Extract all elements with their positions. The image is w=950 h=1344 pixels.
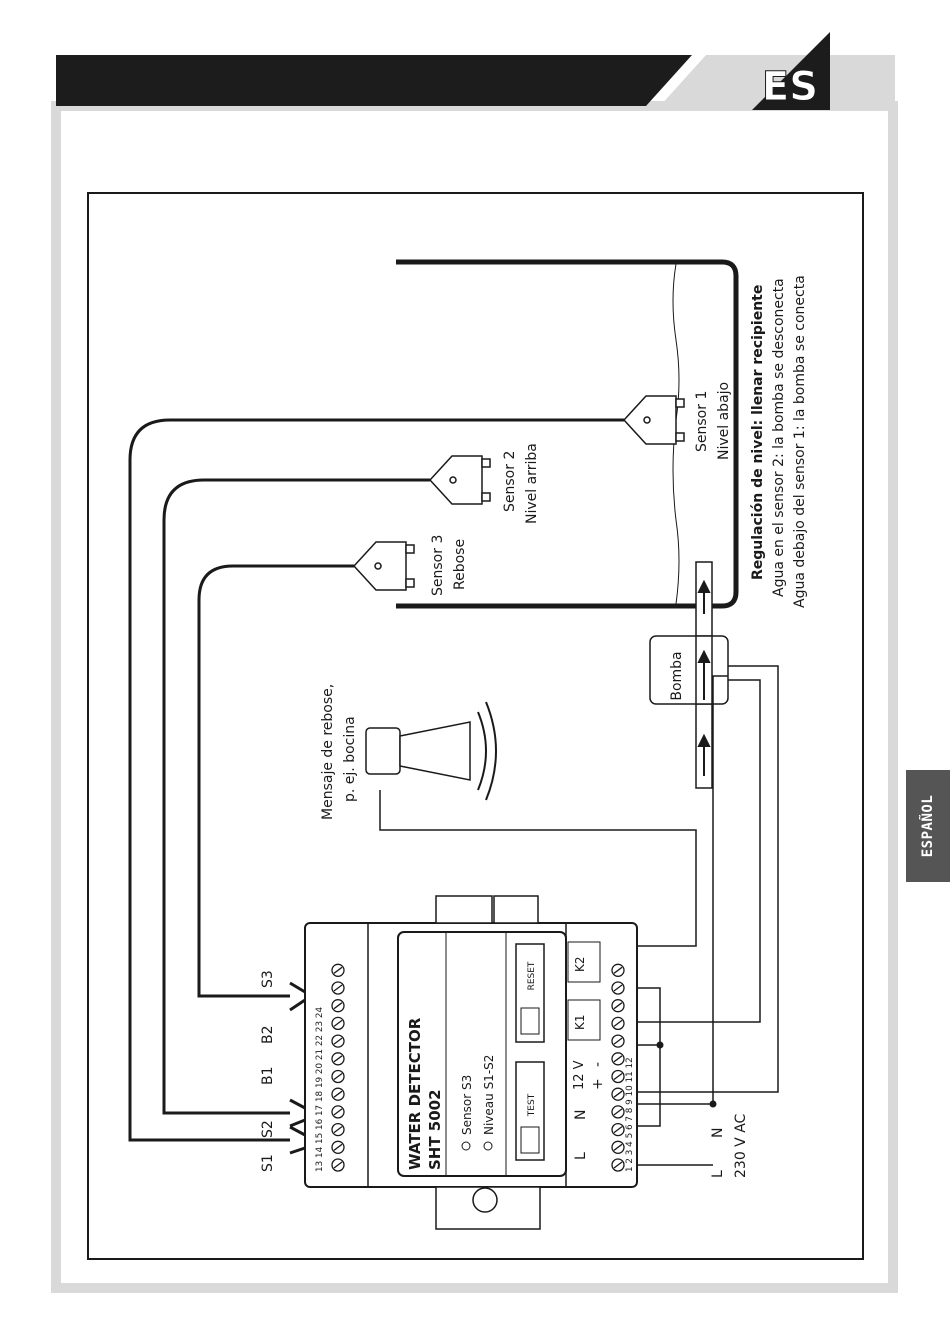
language-tab-label: ESPAÑOL (920, 794, 936, 858)
sensor-2-desc: Nivel arriba (524, 443, 540, 524)
terminal-screw-slot (613, 1072, 623, 1081)
relay-k2-label: K2 (573, 956, 587, 972)
label-b1: B1 (260, 1066, 276, 1085)
test-button-key (520, 1126, 540, 1154)
label-n-ext: N (710, 1128, 726, 1138)
terminal-screw-slot (333, 984, 343, 992)
sensor-cables (128, 418, 624, 1155)
bottom-terminal-numbers: 1 2 3 4 5 6 7 8 9 10 11 12 (625, 1057, 635, 1172)
terminal-screw-slot (613, 966, 623, 974)
header-stripe (660, 55, 895, 106)
pump-label: Bomba (669, 651, 685, 700)
indicator-led (461, 1141, 471, 1151)
regulation-line-2: Agua debajo del sensor 1: la bomba se co… (792, 275, 808, 608)
terminal-screw-slot (613, 1161, 623, 1169)
horn-label-2: p. ej. bocina (342, 716, 358, 802)
sensor-1-icon (622, 395, 685, 445)
indicator-1-label: Sensor S3 (460, 1075, 474, 1135)
terminal-screw-slot (613, 1055, 623, 1063)
sensor-2-icon (428, 455, 491, 505)
terminal-screw-slot (333, 1090, 343, 1098)
language-tab[interactable]: ESPAÑOL (906, 770, 950, 882)
relay-k1-label: K1 (573, 1014, 587, 1030)
pump: Bomba (649, 635, 729, 705)
sensor-2-name: Sensor 2 (502, 451, 518, 512)
header-bar (56, 55, 692, 106)
wiring (379, 665, 779, 1166)
sensor-1-desc: Nivel abajo (716, 382, 732, 460)
horn-label-1: Mensaje de rebose, (320, 684, 336, 820)
label-s1: S1 (260, 1154, 276, 1172)
terminal-strip-bottom (611, 963, 625, 1172)
terminal-screw-slot (333, 966, 343, 974)
label-b2: B2 (260, 1025, 276, 1044)
junction-dot (656, 1041, 664, 1049)
terminal-screw-slot (333, 1055, 343, 1063)
diagram-frame (87, 192, 864, 1260)
controller: WATER DETECTOR SHT 5002 Sensor S3 Niveau… (304, 895, 638, 1230)
top-terminal-numbers: 13 14 15 16 17 18 19 20 21 22 23 24 (315, 1007, 325, 1172)
terminal-screw-slot (333, 1037, 343, 1045)
terminal-strip-top (331, 963, 345, 1172)
terminal-plus: + (590, 1078, 606, 1090)
terminal-minus: - (590, 1062, 606, 1067)
regulation-title: Regulación de nivel: llenar recipiente (750, 285, 766, 580)
logo: ES (762, 64, 818, 110)
test-button-label: TEST (527, 1093, 537, 1117)
terminal-screw-slot (333, 1002, 343, 1010)
indicator-led (483, 1141, 493, 1151)
sensor-1-name: Sensor 1 (694, 391, 710, 452)
reset-button-key (520, 1007, 540, 1035)
terminal-screw-slot (333, 1143, 343, 1151)
device-title: WATER DETECTOR (406, 1017, 424, 1170)
regulation-line-1: Agua en el sensor 2: la bomba se descone… (771, 278, 787, 597)
label-s3: S3 (260, 970, 276, 988)
terminal-screw-slot (333, 1161, 343, 1169)
indicator-2-label: Niveau S1-S2 (482, 1055, 496, 1135)
reset-button-label: RESET (527, 961, 537, 990)
voltage-12v: 12 V (572, 1060, 587, 1090)
label-s2: S2 (260, 1120, 276, 1138)
terminal-screw-slot (613, 1037, 623, 1045)
terminal-screw-slot (613, 1143, 623, 1151)
label-n: N (573, 1110, 589, 1120)
terminal-screw-slot (333, 1126, 343, 1134)
terminal-screw-slot (613, 1019, 623, 1027)
terminal-screw-slot (613, 1108, 623, 1116)
terminal-screw-slot (613, 1002, 623, 1010)
terminal-screw-slot (613, 984, 623, 992)
relay-k2 (567, 941, 601, 983)
label-mains: 230 V AC (733, 1113, 749, 1178)
terminal-screw-slot (333, 1108, 343, 1116)
terminal-screw-slot (333, 1072, 343, 1081)
logo-slash (752, 32, 830, 110)
sensor-3-name: Sensor 3 (430, 535, 446, 596)
horn-icon (365, 701, 497, 801)
junction-dot (709, 1100, 717, 1108)
label-l: L (573, 1152, 589, 1160)
terminal-screw-slot (613, 1090, 623, 1098)
label-l-ext: L (710, 1170, 726, 1178)
sensor-3-desc: Rebose (452, 539, 468, 590)
terminal-screw-slot (333, 1019, 343, 1027)
relay-k1 (567, 999, 601, 1041)
device-model: SHT 5002 (426, 1089, 444, 1170)
sensor-3-icon (352, 541, 415, 591)
terminal-screw-slot (613, 1126, 623, 1134)
